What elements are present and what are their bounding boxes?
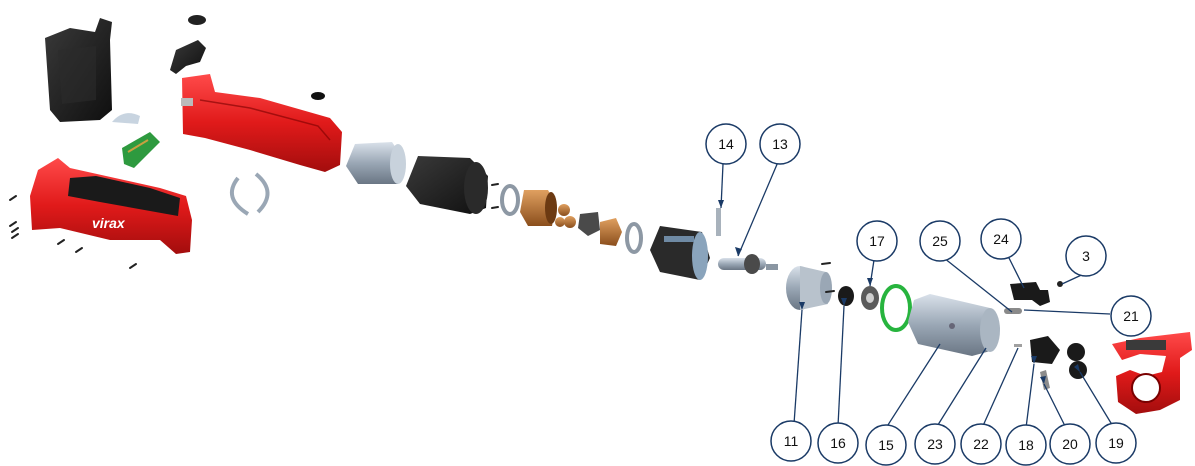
callout-14-label: 14 [718,136,734,152]
planet-gears-part [555,204,576,228]
upper-red-housing-part [181,74,342,172]
callout-11-label: 11 [784,433,799,449]
callout-14: 14 [705,123,747,165]
callout-19-label: 19 [1108,435,1124,451]
roller-part-18 [1030,336,1060,364]
gearbox-washer-part [500,184,520,216]
bearing-flange-part-11 [786,266,832,310]
callout-11: 11 [770,420,812,462]
ring-gear-part [520,190,557,226]
callout-18: 18 [1005,424,1047,466]
callout-25-label: 25 [932,233,948,249]
callout-3-label: 3 [1082,248,1090,264]
callout-3: 3 [1065,235,1107,277]
planet-carrier-part [578,212,600,236]
gearbox-cage-part [650,226,710,280]
callout-17-label: 17 [869,233,885,249]
callout-25: 25 [919,220,961,262]
callout-20-label: 20 [1062,436,1078,452]
callout-18-label: 18 [1018,437,1034,453]
small-clip-part [188,15,206,25]
lower-red-housing-part: virax [30,158,192,254]
rollers-part-19 [1067,343,1087,379]
callout-22: 22 [960,423,1002,465]
leader-lines [720,161,1115,429]
spring-part-25 [1004,308,1022,314]
callout-21: 21 [1110,295,1152,337]
callout-24-label: 24 [993,231,1009,247]
callout-13-label: 13 [772,136,788,152]
callout-16-label: 16 [830,435,846,451]
screw-part-3 [1057,281,1063,287]
callout-13: 13 [759,123,801,165]
drive-shaft-part-13 [718,254,778,274]
brand-logo-text: virax [92,215,126,231]
valve-lever-part-24 [1010,282,1050,306]
callout-15: 15 [865,424,907,466]
housing-screws [9,195,137,269]
retaining-rings-part [229,172,270,216]
o-ring-part [880,284,912,332]
bearing-part-16 [838,286,854,306]
callout-19: 19 [1095,422,1137,464]
battery-cover-part [45,18,112,122]
callout-16: 16 [817,422,859,464]
callout-24: 24 [980,218,1022,260]
callout-15-label: 15 [878,437,894,453]
callout-17: 17 [856,220,898,262]
pcb-board-part [122,132,160,168]
second-gear-stage-part [600,218,622,246]
motor-part [346,142,406,184]
piston-body-part-15 [908,294,1000,356]
callout-23-label: 23 [927,436,943,452]
pin-part-14 [716,208,721,236]
callout-20: 20 [1049,423,1091,465]
small-screws-gearbox [491,183,499,209]
bearing-part-17 [861,286,879,310]
callout-21-label: 21 [1123,308,1139,324]
leader-arrowheads [718,200,1080,384]
led-lens-part [112,113,140,124]
pin-part-22 [1014,344,1022,347]
callout-23: 23 [914,423,956,465]
second-washer-part [625,222,643,254]
latch-part [170,40,206,74]
flange-screws [821,262,835,293]
callout-22-label: 22 [973,436,989,452]
jaw-insert-part [1112,332,1192,414]
gear-housing-part [406,156,488,214]
